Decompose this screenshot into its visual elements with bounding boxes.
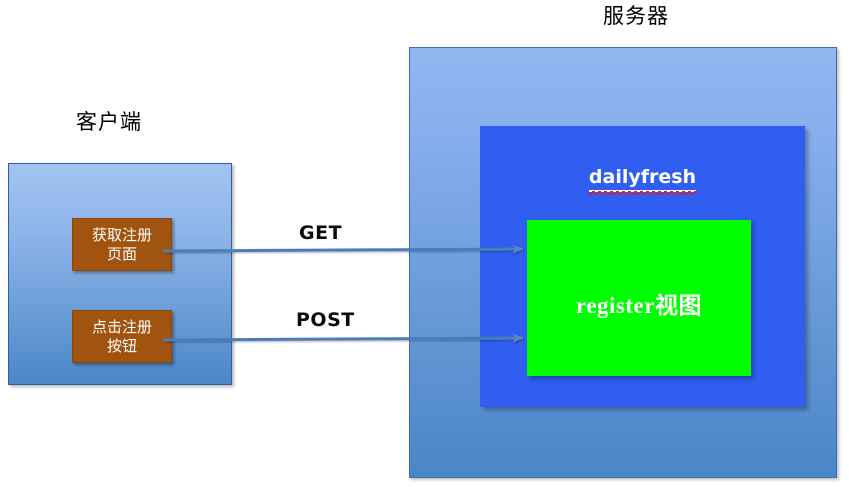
action-box-get-register-page-label: 获取注册页面 — [91, 226, 152, 263]
arrow-label-post: POST — [296, 309, 355, 331]
arrow-label-get: GET — [299, 222, 343, 244]
dailyfresh-project-label: dailyfresh — [480, 166, 805, 195]
action-box-click-register-button-label: 点击注册按钮 — [91, 318, 152, 355]
spellcheck-squiggle-icon — [588, 191, 697, 195]
client-title: 客户端 — [76, 110, 142, 134]
dailyfresh-project-text: dailyfresh — [588, 166, 697, 188]
server-title: 服务器 — [603, 4, 669, 28]
action-box-click-register-button[interactable]: 点击注册按钮 — [72, 310, 172, 363]
register-view-box: register视图 — [527, 220, 751, 376]
register-view-label: register视图 — [576, 293, 702, 318]
action-box-get-register-page[interactable]: 获取注册页面 — [72, 218, 172, 271]
